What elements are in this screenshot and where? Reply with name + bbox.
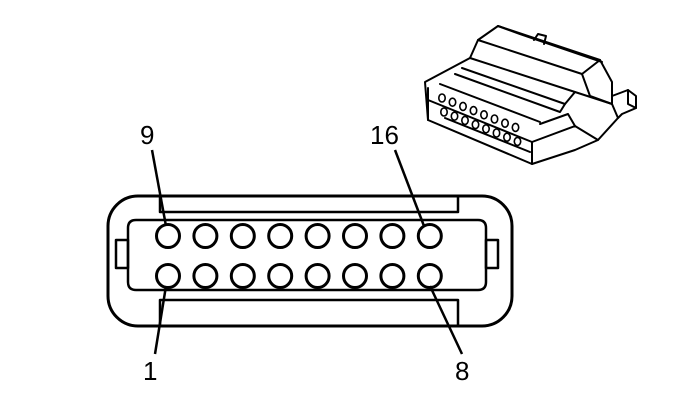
pin-6	[342, 263, 368, 289]
pin-15	[379, 223, 406, 249]
label-pin-16: 16	[370, 120, 399, 150]
pin-array	[155, 223, 443, 289]
pin-5	[304, 263, 331, 289]
pin-13	[304, 223, 331, 249]
iso-pin-hole	[500, 118, 509, 128]
leader-line-pin-16	[393, 149, 426, 227]
pin-10	[192, 223, 219, 249]
housing-top-shelf	[158, 196, 460, 214]
connector-housing-outline	[106, 194, 514, 328]
iso-pin-hole	[511, 122, 520, 133]
pin-7	[379, 263, 406, 289]
iso-pin-hole	[450, 111, 459, 121]
iso-body-outline	[424, 57, 619, 165]
iso-pin-hole	[439, 107, 448, 117]
left-latch-tab	[114, 238, 130, 270]
leader-line-pin-1	[153, 285, 168, 355]
pin-cavity-outline	[126, 218, 488, 292]
pin-11	[229, 223, 256, 249]
label-pin-1: 1	[143, 356, 157, 386]
pin-1	[155, 263, 181, 289]
connector-face	[106, 194, 514, 328]
pin-2	[192, 263, 219, 289]
iso-side-bump	[533, 33, 547, 45]
connector-isometric-illustration	[424, 25, 637, 165]
housing-bottom-shelf	[158, 298, 460, 326]
pin-14	[342, 223, 368, 249]
right-latch-tab	[484, 238, 500, 270]
pin-4	[267, 263, 294, 289]
iso-pin-hole	[458, 101, 467, 112]
iso-pin-hole	[481, 124, 490, 134]
pin-12	[267, 223, 294, 249]
leader-lines	[150, 149, 464, 355]
iso-pin-hole	[469, 105, 478, 116]
pin-9	[155, 223, 181, 249]
iso-pin-hole	[490, 114, 499, 124]
leader-line-pin-9	[150, 149, 168, 227]
iso-pin-hole	[437, 93, 446, 103]
iso-pin-hole	[492, 128, 501, 138]
iso-right-latch	[611, 89, 637, 119]
leader-line-pin-8	[428, 285, 464, 355]
label-pin-8: 8	[455, 356, 469, 386]
iso-pin-hole	[471, 119, 480, 130]
iso-pin-holes	[437, 93, 522, 147]
iso-pin-hole	[460, 115, 469, 126]
pin-3	[229, 263, 256, 289]
iso-pin-hole	[479, 110, 488, 120]
pin-16	[416, 223, 443, 249]
iso-pin-hole	[513, 136, 522, 147]
label-pin-9: 9	[140, 120, 154, 150]
iso-pin-hole	[502, 132, 511, 142]
pin-8	[416, 263, 443, 289]
iso-pin-hole	[448, 97, 457, 107]
